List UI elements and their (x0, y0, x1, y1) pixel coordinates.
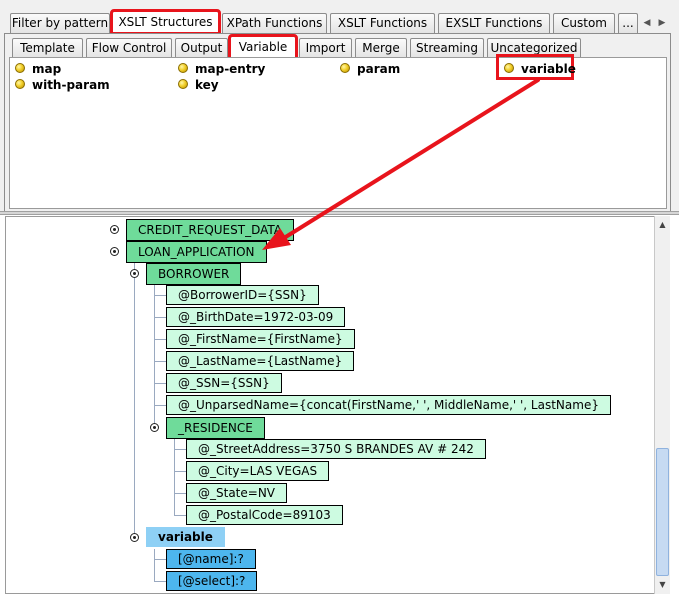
tree-connector (174, 449, 186, 450)
node-attr-first-name[interactable]: @_FirstName={FirstName} (166, 329, 355, 349)
node-attr-street-address[interactable]: @_StreetAddress=3750 S BRANDES AV # 242 (186, 439, 486, 459)
node-attr-city[interactable]: @_City=LAS VEGAS (186, 461, 330, 481)
node-attr-ssn[interactable]: @_SSN={SSN} (166, 373, 282, 393)
tab-exslt-functions[interactable]: EXSLT Functions (438, 13, 550, 33)
bullet-icon (15, 79, 25, 89)
variable-items-panel: map map-entry param variable with-param … (9, 54, 667, 209)
subtab-streaming[interactable]: Streaming (410, 38, 484, 58)
tab-xslt-functions[interactable]: XSLT Functions (330, 13, 435, 33)
bullet-icon (340, 63, 350, 73)
tree-toggle-icon[interactable] (150, 423, 159, 432)
subtab-import[interactable]: Import (299, 38, 352, 58)
tree-connector (154, 339, 166, 340)
tree-connector (174, 515, 186, 516)
node-borrower[interactable]: BORROWER (146, 263, 242, 285)
item-with-param[interactable]: with-param (32, 78, 110, 92)
chevron-left-icon[interactable]: ◀ (643, 18, 651, 28)
item-map-entry[interactable]: map-entry (195, 62, 266, 76)
node-residence[interactable]: _RESIDENCE (166, 417, 265, 439)
scroll-down-icon[interactable]: ▼ (655, 577, 670, 592)
splitter[interactable] (0, 211, 679, 215)
tree-connector (154, 295, 166, 296)
node-attr-last-name[interactable]: @_LastName={LastName} (166, 351, 355, 371)
bullet-icon (504, 63, 514, 73)
tree-connector (174, 471, 186, 472)
tree-connector (134, 262, 135, 537)
tree-toggle-icon[interactable] (130, 533, 139, 542)
item-key[interactable]: key (195, 78, 219, 92)
tree-toggle-icon[interactable] (110, 247, 119, 256)
item-variable[interactable]: variable (521, 62, 576, 76)
tree-toggle-icon[interactable] (130, 269, 139, 278)
subtab-template[interactable]: Template (12, 38, 83, 58)
bullet-icon (178, 63, 188, 73)
subtab-variable[interactable]: Variable (228, 34, 298, 60)
tree-connector (154, 405, 166, 406)
tab-custom[interactable]: Custom (553, 13, 615, 33)
subtab-flow-control[interactable]: Flow Control (86, 38, 172, 58)
node-variable-name-attr[interactable]: [@name]:? (166, 549, 256, 569)
subtab-uncategorized[interactable]: Uncategorized (487, 38, 581, 58)
node-attr-state[interactable]: @_State=NV (186, 483, 288, 503)
chevron-right-icon[interactable]: ▶ (658, 18, 666, 28)
tree-toggle-icon[interactable] (110, 225, 119, 234)
subtab-output[interactable]: Output (175, 38, 228, 58)
tree-connector (154, 285, 155, 428)
tree-scrollbar[interactable]: ▲ ▼ (654, 216, 670, 594)
tree-connector (154, 317, 166, 318)
tree-connector (154, 361, 166, 362)
node-attr-borrower-id[interactable]: @BorrowerID={SSN} (166, 285, 319, 305)
item-param[interactable]: param (357, 62, 401, 76)
tree-connector (154, 559, 166, 560)
tab-overflow[interactable]: ... (618, 13, 638, 33)
tree-connector (154, 549, 155, 582)
tree-connector (154, 581, 166, 582)
node-variable-select-attr[interactable]: [@select]:? (166, 571, 258, 591)
node-attr-unparsed-name[interactable]: @_UnparsedName={concat(FirstName,' ', Mi… (166, 395, 611, 415)
node-attr-postal-code[interactable]: @_PostalCode=89103 (186, 505, 343, 525)
tab-xslt-structures[interactable]: XSLT Structures (110, 9, 221, 35)
tab-filter-by-pattern[interactable]: Filter by pattern (10, 13, 110, 33)
tree-connector (174, 439, 175, 516)
scroll-up-icon[interactable]: ▲ (655, 217, 670, 232)
node-variable[interactable]: variable (146, 527, 225, 547)
tab-xpath-functions[interactable]: XPath Functions (222, 13, 327, 33)
node-credit-request-data[interactable]: CREDIT_REQUEST_DATA (126, 219, 294, 241)
bullet-icon (178, 79, 188, 89)
bullet-icon (15, 63, 25, 73)
palette-area: Filter by pattern XSLT Structures XPath … (0, 0, 679, 214)
node-attr-birth-date[interactable]: @_BirthDate=1972-03-09 (166, 307, 346, 327)
tree-connector (174, 493, 186, 494)
node-loan-application[interactable]: LOAN_APPLICATION (126, 241, 267, 263)
tree-connector (154, 383, 166, 384)
subtab-merge[interactable]: Merge (355, 38, 407, 58)
item-map[interactable]: map (32, 62, 62, 76)
scrollbar-thumb[interactable] (656, 448, 669, 576)
